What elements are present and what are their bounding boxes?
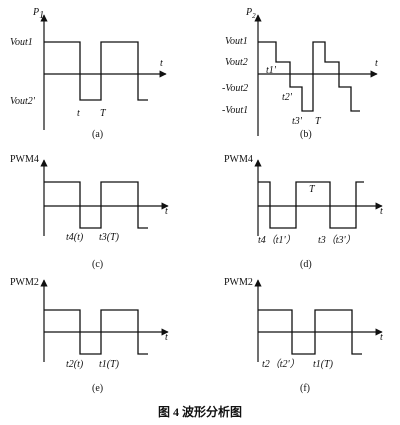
panel-e: PWM2 t t2(t) t1(T) (e) [10,277,169,394]
caption-a: (a) [92,129,103,140]
ylabel-a: P1 [32,7,44,21]
time-label-t4-d: t4（t1'） [258,234,296,246]
t-axis-label-b: t [375,58,378,69]
time-label-t1-e: t1(T) [99,359,120,370]
ylabel-e: PWM2 [10,277,39,288]
time-label-T-a: T [100,108,107,119]
t-axis-label-e: t [165,332,168,343]
t-axis-label-c: t [165,206,168,217]
panel-b: P2 Vout1 Vout2 -Vout2 -Vout1 t t1' t2' t… [222,7,378,140]
time-label-t3-c: t3(T) [99,232,120,243]
time-label-t1-f: t1(T) [313,359,334,370]
time-label-t-a: t [77,108,80,119]
panel-c: PWM4 t t4(t) t3(T) (c) [10,154,169,270]
time-label-t3-d: t3（t3'） [318,234,356,246]
waveform-d [258,181,364,229]
t-axis-label-f: t [380,332,383,343]
panel-d: PWM4 t t4（t1'） t3（t3'） T (d) [224,154,383,270]
caption-c: (c) [92,259,103,270]
panel-f: PWM2 t t2（t2'） t1(T) (f) [224,277,383,394]
caption-b: (b) [300,129,312,140]
ylabel-d: PWM4 [224,154,253,165]
waveform-f [258,309,362,355]
caption-e: (e) [92,383,103,394]
panel-a: P1 Vout1 Vout2' t t T (a) [10,7,167,140]
time-label-T-b: T [315,116,322,127]
time-label-T-d: T [309,184,316,195]
level-label-vout1-b: Vout1 [225,36,248,47]
caption-f: (f) [300,383,310,394]
level-label-neg-vout1-b: -Vout1 [222,105,248,116]
waveform-c [44,181,148,229]
level-label-neg-vout2-b: -Vout2 [222,83,248,94]
ylabel-c: PWM4 [10,154,39,165]
ylabel-f: PWM2 [224,277,253,288]
waveform-a [44,41,148,101]
time-label-t4-c: t4(t) [66,232,84,243]
figure-title: 图 4 波形分析图 [158,404,242,419]
t-axis-label-d: t [380,206,383,217]
time-label-t3-b: t3' [292,116,303,127]
time-label-t1-b: t1' [266,65,277,76]
ylabel-b: P2 [245,7,256,20]
t-axis-label-a: t [160,58,163,69]
level-label-vout2-a: Vout2' [10,96,36,107]
level-label-vout1-a: Vout1 [10,37,33,48]
level-label-vout2-b: Vout2 [225,57,248,68]
caption-d: (d) [300,259,312,270]
time-label-t2-e: t2(t) [66,359,84,370]
waveform-b [258,41,360,112]
waveform-e [44,309,148,355]
time-label-t2-b: t2' [282,92,293,103]
time-label-t2-f: t2（t2'） [262,358,300,370]
